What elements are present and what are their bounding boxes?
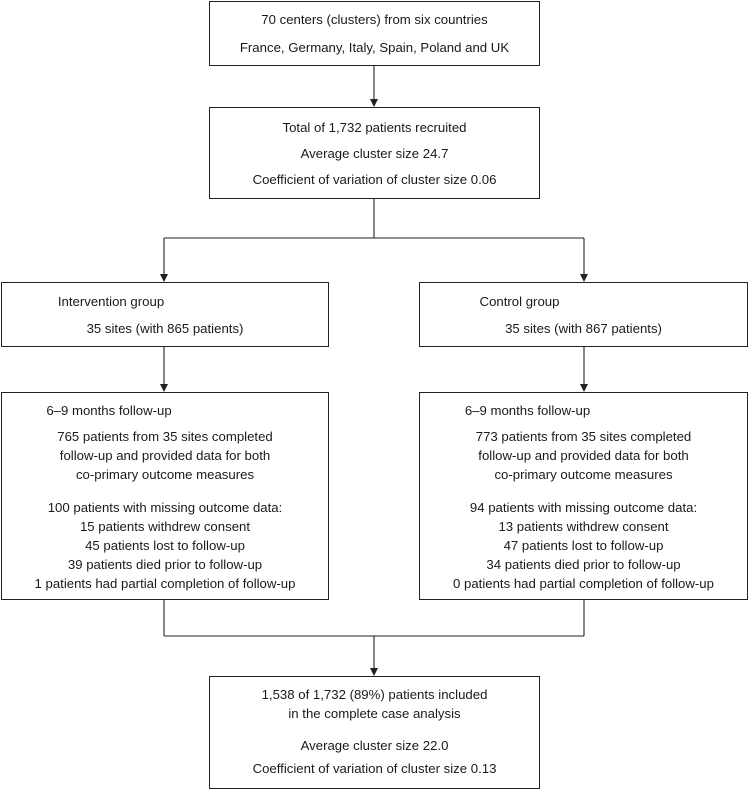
intervention-missing-item: 1 patients had partial completion of fol… <box>34 576 296 591</box>
control-group-title: Control group <box>479 294 560 309</box>
avg-cluster-size-text: Average cluster size 24.7 <box>300 146 449 161</box>
control-missing-item: 0 patients had partial completion of fol… <box>453 576 714 591</box>
intervention-completed-line: 765 patients from 35 sites completed <box>57 429 273 444</box>
intervention-missing-item: 45 patients lost to follow-up <box>85 538 245 553</box>
centers-box: 70 centers (clusters) from six countries… <box>209 1 540 66</box>
intervention-followup-title: 6–9 months follow-up <box>46 403 172 418</box>
control-followup-title: 6–9 months follow-up <box>464 403 591 418</box>
control-group-box: Control group 35 sites (with 867 patient… <box>419 282 748 347</box>
intervention-completed-line: follow-up and provided data for both <box>59 448 271 463</box>
control-missing-item: 13 patients withdrew consent <box>498 519 669 534</box>
final-avg-cluster-size-text: Average cluster size 22.0 <box>300 738 449 753</box>
centers-text: 70 centers (clusters) from six countries <box>261 12 488 27</box>
included-patients-line: in the complete case analysis <box>288 706 461 721</box>
control-completed-line: 773 patients from 35 sites completed <box>475 429 692 444</box>
control-missing-item: 47 patients lost to follow-up <box>503 538 664 553</box>
intervention-sites-text: 35 sites (with 865 patients) <box>86 321 244 336</box>
included-patients-line: 1,538 of 1,732 (89%) patients included <box>261 687 488 702</box>
complete-case-analysis-box: 1,538 of 1,732 (89%) patients included i… <box>209 676 540 789</box>
intervention-completed-line: co-primary outcome measures <box>75 467 255 482</box>
control-missing-title: 94 patients with missing outcome data: <box>469 500 698 515</box>
control-completed-line: co-primary outcome measures <box>494 467 673 482</box>
control-completed-line: follow-up and provided data for both <box>478 448 689 463</box>
intervention-missing-item: 15 patients withdrew consent <box>79 519 251 534</box>
control-followup-box: 6–9 months follow-up 773 patients from 3… <box>419 392 748 600</box>
control-sites-text: 35 sites (with 867 patients) <box>505 321 662 336</box>
intervention-group-box: Intervention group 35 sites (with 865 pa… <box>1 282 329 347</box>
countries-text: France, Germany, Italy, Spain, Poland an… <box>239 40 510 55</box>
intervention-missing-item: 39 patients died prior to follow-up <box>67 557 263 572</box>
control-missing-item: 34 patients died prior to follow-up <box>486 557 681 572</box>
total-recruited-text: Total of 1,732 patients recruited <box>282 120 467 135</box>
intervention-missing-title: 100 patients with missing outcome data: <box>47 500 283 515</box>
final-cv-cluster-size-text: Coefficient of variation of cluster size… <box>252 761 497 776</box>
cv-cluster-size-text: Coefficient of variation of cluster size… <box>252 172 497 187</box>
intervention-group-title: Intervention group <box>57 294 165 309</box>
intervention-followup-box: 6–9 months follow-up 765 patients from 3… <box>1 392 329 600</box>
recruitment-box: Total of 1,732 patients recruited Averag… <box>209 107 540 199</box>
